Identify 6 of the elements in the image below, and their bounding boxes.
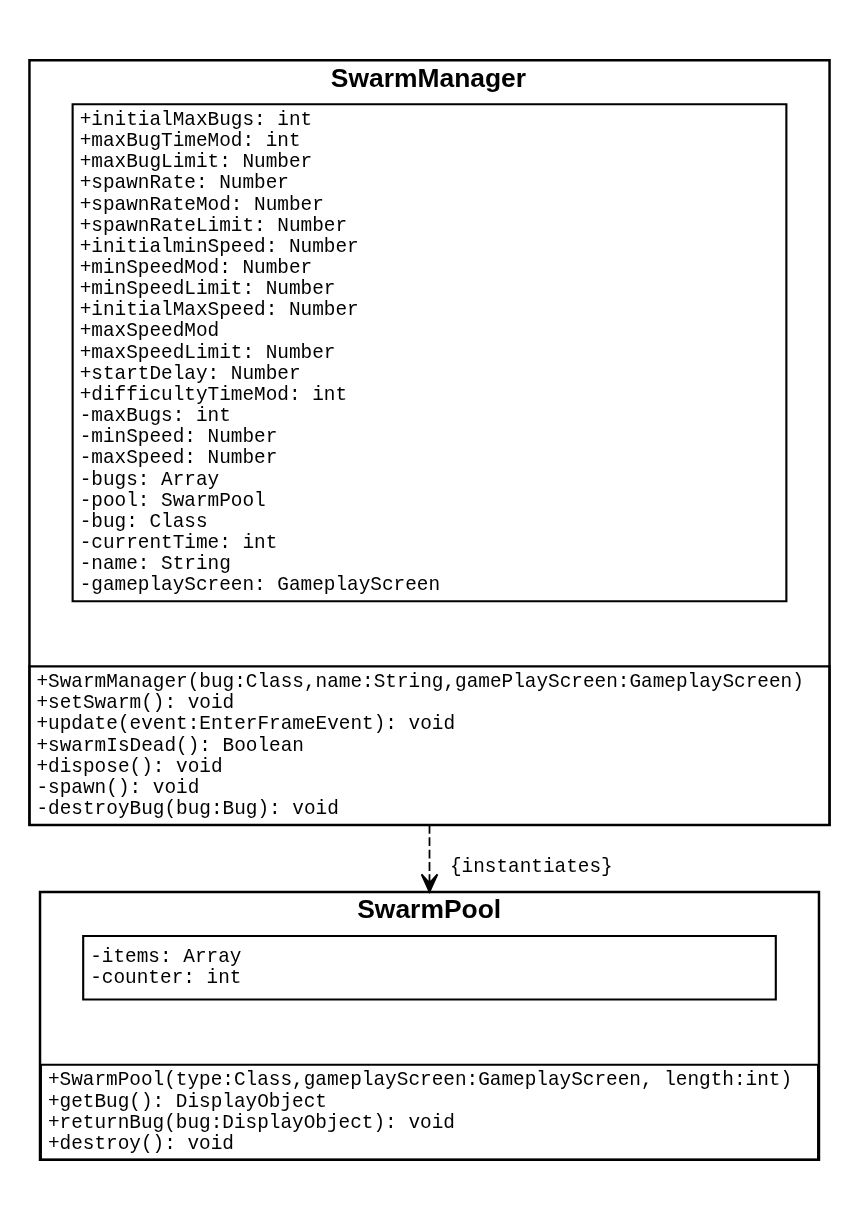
node-box: -items: Array -counter: int xyxy=(82,934,777,1001)
edge-label: {instantiates} xyxy=(449,856,613,879)
node-box: +SwarmPool(type:Class,gameplayScreen:GameplayScreen, length:int) +getBug(): DisplayObject +returnBug(bug:DisplayObject): void +destroy(): void xyxy=(39,1063,820,1161)
node-box: +SwarmManager(bug:Class,name:String,gamePlayScreen:GameplayScreen) +setSwarm(): void +update(event:EnterFrameEvent): void +swarmIsDead(): Boolean +dispose(): void -spawn(): void -destroyBug(bug:Bug): void xyxy=(28,665,831,827)
node-box: +initialMaxBugs: int +maxBugTimeMod: int +maxBugLimit: Number +spawnRate: Number +spawnRateMod: Number +spawnRateLimit: Number +initialminSpeed: Number +minSpeedMod: Number +minSpeedLimit: Number +initialMaxSpeed: Number +maxSpeedMod +maxSpeedLimit: Number +startDelay: Number +difficultyTimeMod: int -maxBugs: int -minSpeed: Number -maxSpeed: Number -bugs: Array -pool: SwarmPool -bug: Class -currentTime: int -name: String -gameplayScreen: GameplayScreen xyxy=(71,103,788,603)
arrow xyxy=(420,824,439,893)
